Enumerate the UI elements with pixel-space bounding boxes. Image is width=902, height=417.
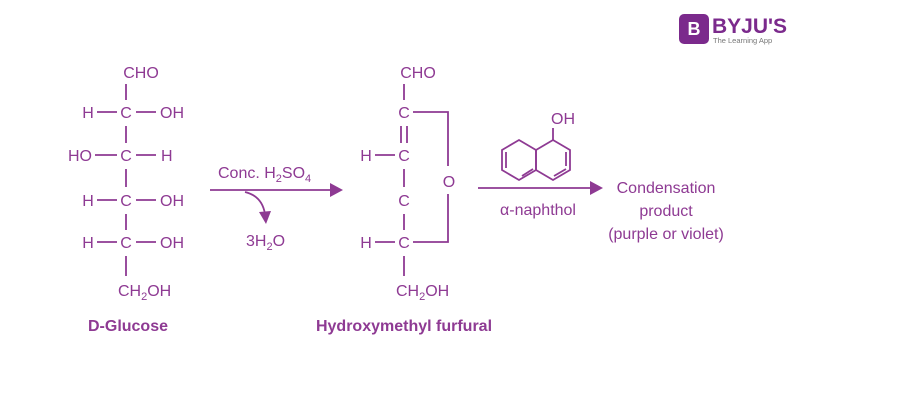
product-line3: (purple or violet) [608,226,724,243]
glucose-row3-right: OH [160,193,184,210]
hmf-structure: CHO C H C O C H C CH2OH Hydroxymethyl fu… [316,65,492,335]
naphthol-oh: OH [551,111,575,128]
byjus-logo: B BYJU'S The Learning App [679,14,787,45]
naphthol-label: α-naphthol [500,202,576,219]
hmf-ring-oxygen: O [443,174,455,191]
product-line1: Condensation [617,180,716,197]
glucose-row2-c: C [120,148,132,165]
reaction-arrow-1: Conc. H2SO4 3H2O [210,165,343,253]
hmf-top: CHO [400,65,436,82]
logo-badge [679,14,709,44]
hmf-h4: H [360,235,372,252]
reagent-h2so4: Conc. H2SO4 [218,165,311,185]
glucose-top: CHO [123,65,159,82]
glucose-row3-c: C [120,193,132,210]
arrowhead-icon [590,181,603,195]
hmf-c2: C [398,148,410,165]
glucose-bottom: CH2OH [118,283,171,303]
glucose-row2-left: HO [68,148,92,165]
hmf-c3: C [398,193,410,210]
glucose-row4-right: OH [160,235,184,252]
naphthol-structure-icon: OH [501,111,575,182]
d-glucose-structure: CHO H C OH HO C H H C OH H C OH CH2OH D-… [68,65,184,335]
hmf-c1: C [398,105,410,122]
curved-arrowhead-icon [259,211,271,224]
glucose-row1-c: C [120,105,132,122]
logo-tagline: The Learning App [713,36,772,45]
hmf-label: Hydroxymethyl furfural [316,318,492,335]
product-line2: product [639,203,693,220]
glucose-row4-c: C [120,235,132,252]
hmf-bottom: CH2OH [396,283,449,303]
glucose-row4-left: H [82,235,94,252]
product-text: Condensation product (purple or violet) [608,180,724,243]
glucose-row1-right: OH [160,105,184,122]
logo-letter: B [688,19,701,39]
glucose-label: D-Glucose [88,318,168,335]
arrowhead-icon [330,183,343,197]
glucose-row2-right: H [161,148,173,165]
reaction-arrow-2: OH α-naphthol [478,111,603,219]
logo-brand: BYJU'S [712,15,787,38]
glucose-row3-left: H [82,193,94,210]
byproduct-water: 3H2O [246,233,285,253]
hmf-c4: C [398,235,410,252]
glucose-row1-left: H [82,105,94,122]
hmf-h2: H [360,148,372,165]
